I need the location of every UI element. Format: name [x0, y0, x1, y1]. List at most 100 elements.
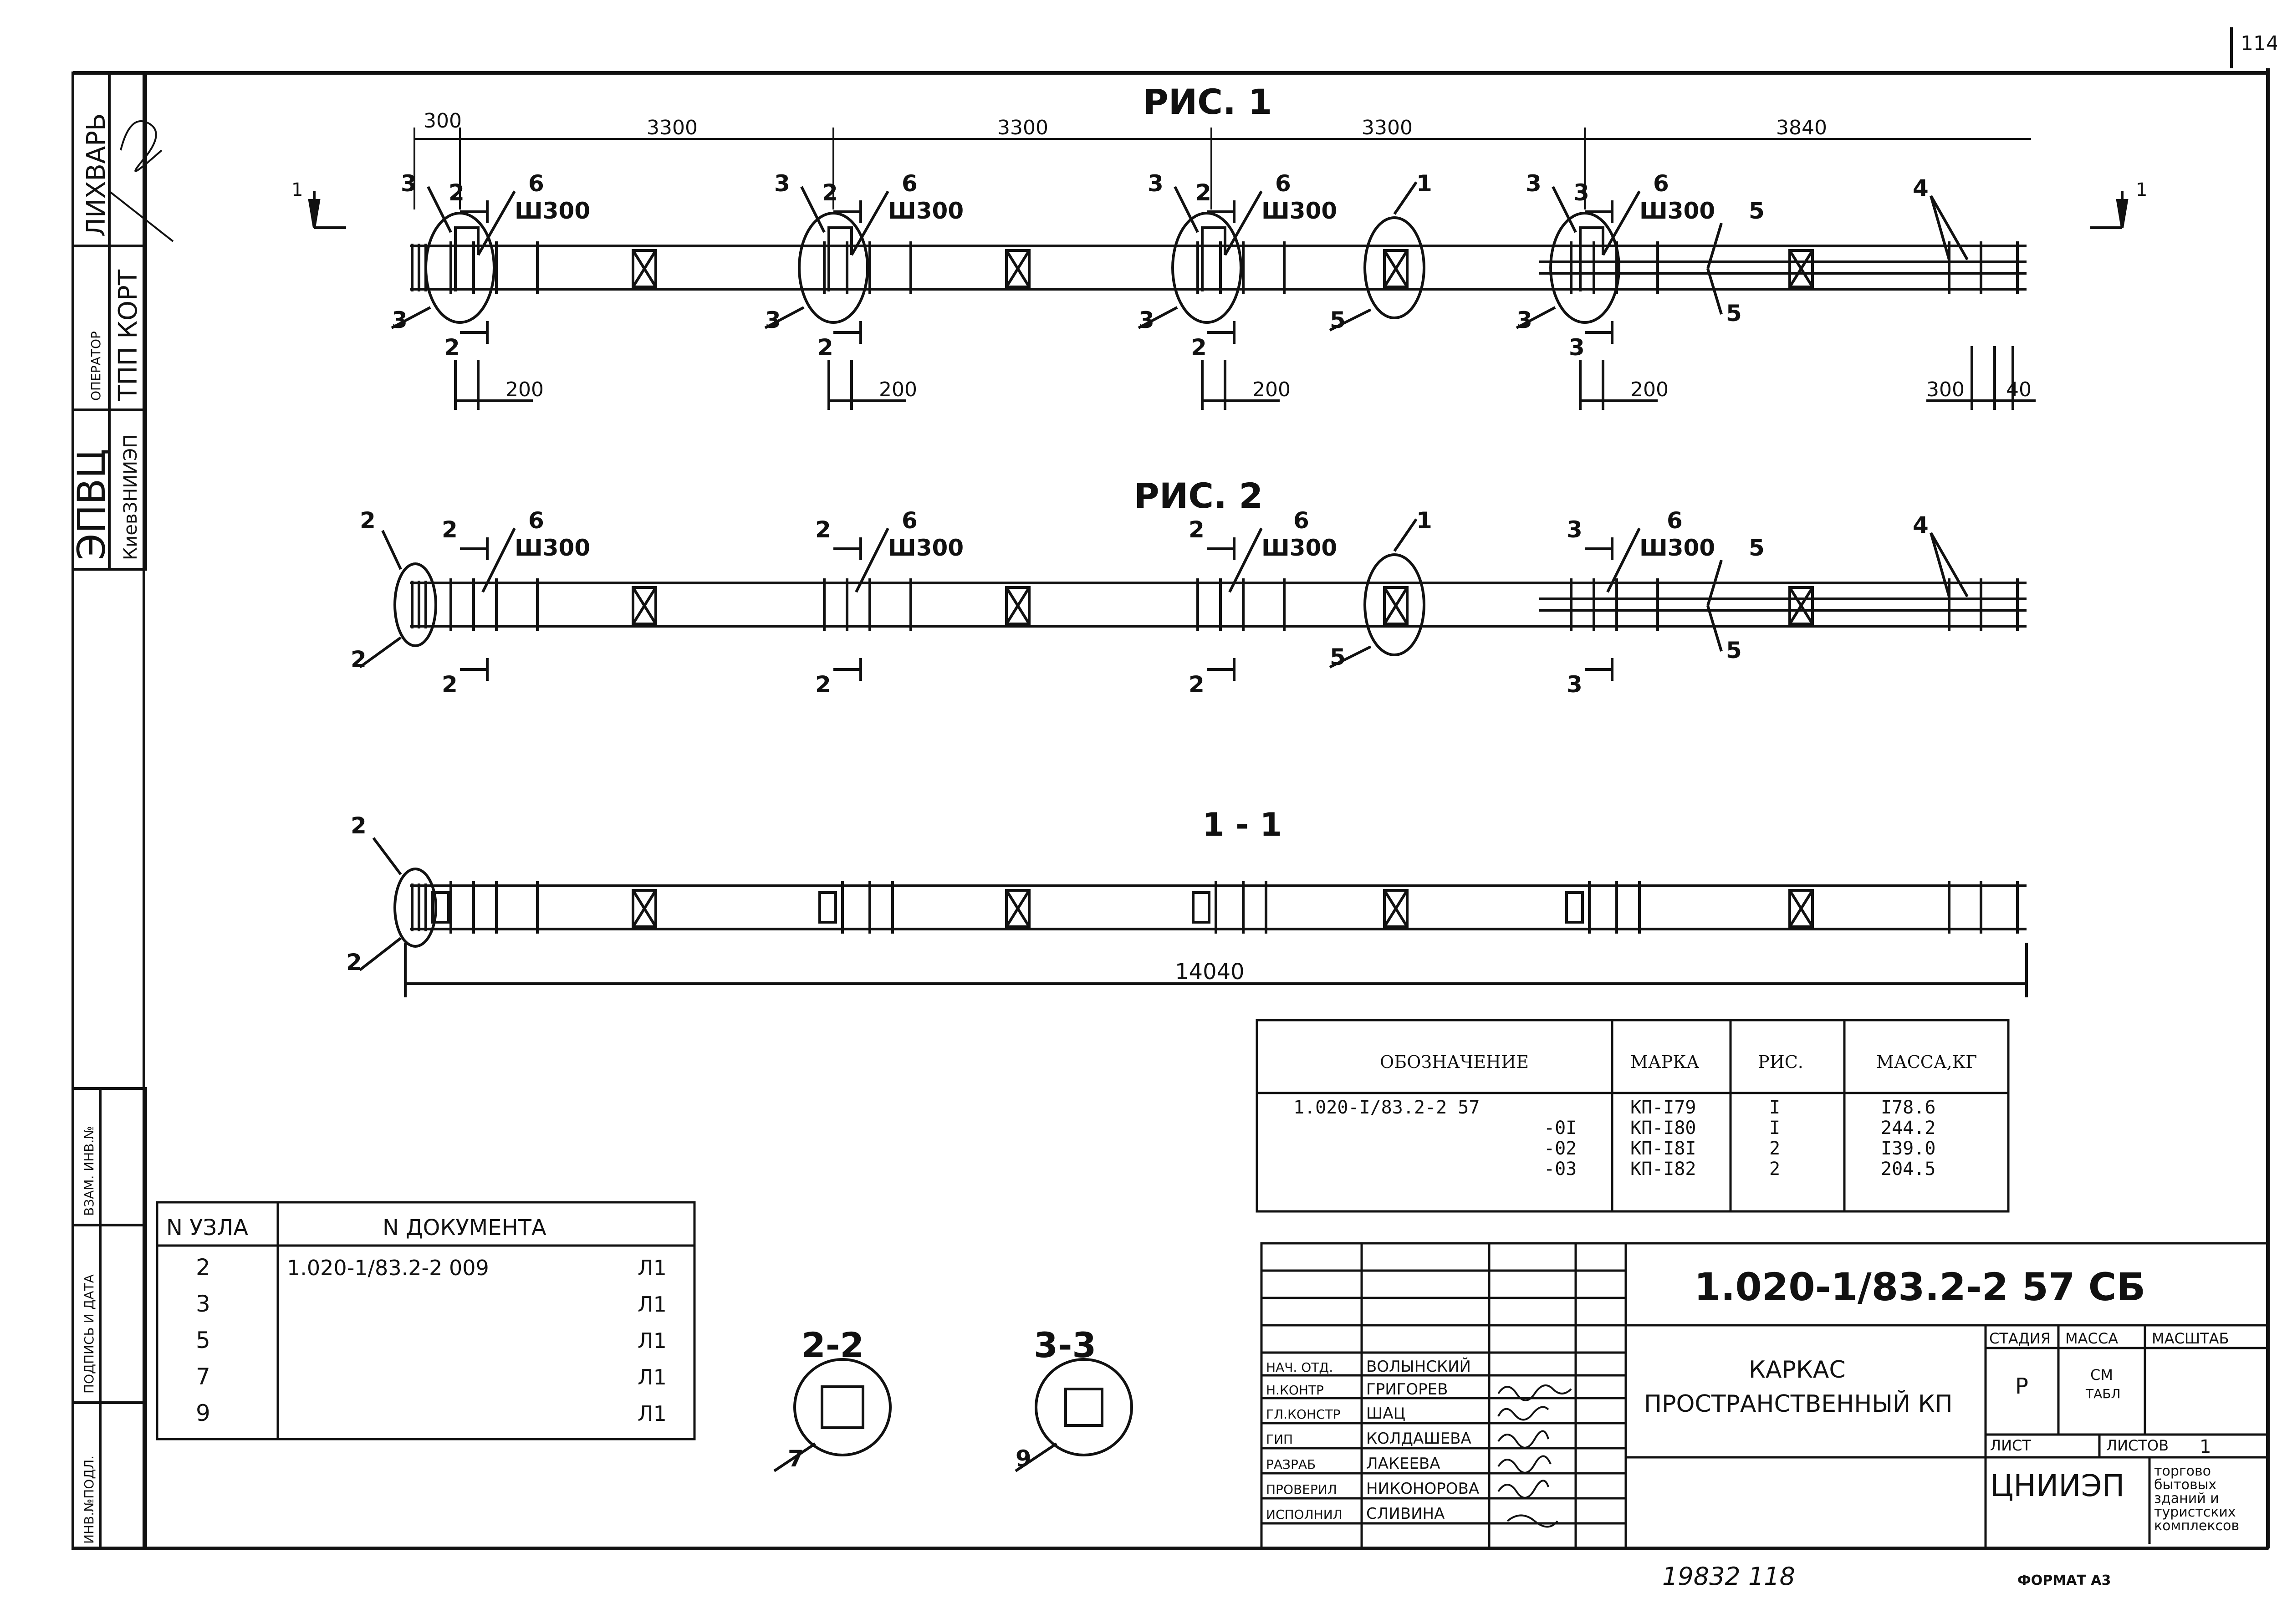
document-name-line1: КАРКАС [1749, 1356, 1846, 1384]
fig1-title: РИС. 1 [1143, 82, 1272, 122]
stamp-tpp-kort: ТПП КОРТ [113, 269, 143, 401]
staff-role-7: ИСПОЛНИЛ [1266, 1507, 1343, 1522]
node-header-number: N УЗЛА [166, 1215, 248, 1241]
stage-label: СТАДИЯ [1989, 1330, 2051, 1347]
staff-name-7: СЛИВИНА [1366, 1505, 1445, 1523]
spec-table-text: ОБОЗНАЧЕНИЕ МАРКА РИС. МАССА,КГ 1.020-I/… [1293, 1052, 1977, 1180]
stamp-vzam: ВЗАМ. ИНВ.№ [82, 1126, 97, 1216]
dim-14040: 14040 [1175, 959, 1245, 985]
node-header-document: N ДОКУМЕНТА [383, 1215, 546, 1241]
document-code: 1.020-1/83.2-2 57 СБ [1694, 1265, 2145, 1309]
fig2-label-2f: 2 [815, 671, 831, 698]
fig1-label-2b: 2 [444, 334, 460, 361]
fig2-label-2c: 2 [442, 516, 458, 543]
dim-300: 300 [424, 109, 462, 133]
spec-row-4-mark: КП-I82 [1630, 1159, 1696, 1180]
fig2-label-6c: 6 [1293, 507, 1309, 534]
sheets-value: 1 [2200, 1436, 2211, 1457]
staff-name-1: ВОЛЫНСКИЙ [1366, 1357, 1471, 1376]
fig2-label-sh300b: Ш300 [888, 535, 964, 561]
fig1-label-5a: 5 [1330, 307, 1346, 333]
fig1-label-3f: 3 [1138, 307, 1154, 333]
fig2-labels: 2 2 2 2 6 Ш300 2 2 6 Ш300 2 2 6 Ш300 1 5… [351, 507, 1929, 698]
spec-header-mass: МАССА,КГ [1876, 1052, 1977, 1072]
fig1-label-2f: 2 [1191, 334, 1207, 361]
document-name-line2: ПРОСТРАНСТВЕННЫЙ КП [1644, 1390, 1953, 1418]
mass-value-l2: ТАБЛ [2085, 1386, 2121, 1401]
fig2-label-2d: 2 [442, 671, 458, 698]
fig1-label-4: 4 [1913, 175, 1929, 201]
fig2-label-3b: 3 [1567, 671, 1583, 698]
section-2-2-title: 2-2 [802, 1325, 864, 1365]
spec-header-fig: РИС. [1758, 1052, 1803, 1072]
fig1-label-6c: 6 [1275, 170, 1291, 197]
spec-row-4-mass: 204.5 [1881, 1159, 1935, 1180]
fig1-label-sh300c: Ш300 [1261, 198, 1337, 224]
fig1-dim-300: 300 [1926, 378, 1965, 401]
mass-label: МАССА [2065, 1330, 2118, 1347]
footer-handwritten: 19832 118 [1662, 1562, 1795, 1591]
section-1-1-beam [359, 837, 2028, 997]
spec-row-3-mark: КП-I8I [1630, 1138, 1696, 1159]
footer-format: ФОРМАТ А3 [2017, 1573, 2111, 1588]
spec-table [1256, 1019, 2010, 1213]
stamp-inv: ИНВ.№ПОДЛ. [82, 1455, 97, 1544]
staff-name-3: ШАЦ [1366, 1404, 1405, 1423]
spec-row-2-fig: I [1769, 1118, 1780, 1139]
fig2-beam [359, 518, 2027, 681]
page-number: 114 [2241, 32, 2277, 55]
spec-row-2-designation: -0I [1544, 1118, 1577, 1139]
org-desc-2: бытовых [2154, 1477, 2216, 1493]
fig1-label-3b: 3 [392, 307, 408, 333]
fig1-labels: 3 2 6 Ш300 3 2 200 3 2 6 Ш300 3 2 200 3 … [392, 170, 2032, 401]
org-desc-4: туристских [2154, 1504, 2236, 1520]
fig1-beam [391, 181, 2036, 410]
section-1-1-label-2b: 2 [346, 949, 362, 975]
fig2-label-4: 4 [1913, 512, 1929, 538]
fig2-label-6a: 6 [528, 507, 544, 534]
node-row-4-number: 7 [196, 1364, 210, 1390]
staff-role-6: ПРОВЕРИЛ [1266, 1482, 1337, 1497]
section-1-1-label-2a: 2 [351, 812, 367, 839]
mass-value-l1: СМ [2090, 1366, 2113, 1384]
title-block [1260, 1242, 2269, 1550]
stage-value: Р [2015, 1374, 2028, 1399]
stamp-epvc: ЭПВЦ [69, 449, 114, 560]
dim-3840: 3840 [1776, 116, 1827, 139]
fig1-label-6d: 6 [1653, 170, 1669, 197]
dim-3300-a: 3300 [647, 116, 698, 139]
fig2-label-2g: 2 [1189, 516, 1205, 543]
section-2-2-label-7: 7 [788, 1445, 804, 1472]
fig1-dim-40: 40 [2006, 378, 2032, 401]
staff-name-6: НИКОНОРОВА [1366, 1480, 1479, 1498]
spec-row-1-fig: I [1769, 1097, 1780, 1118]
staff-name-2: ГРИГОРЕВ [1366, 1380, 1448, 1399]
node-table-text: N УЗЛА N ДОКУМЕНТА 2 1.020-1/83.2-2 009 … [166, 1215, 667, 1426]
stamp-lihvar: ЛИХВАРЬ [82, 113, 111, 237]
node-row-1-document: 1.020-1/83.2-2 009 [287, 1256, 489, 1280]
staff-role-4: ГИП [1266, 1432, 1293, 1447]
fig1-label-3i: 3 [1516, 307, 1532, 333]
fig1-label-2a: 2 [449, 179, 465, 206]
fig1-label-6a: 6 [528, 170, 544, 197]
node-row-4-sheet: Л1 [638, 1365, 667, 1389]
fig2-label-sh300d: Ш300 [1639, 535, 1715, 561]
fig2-label-1: 1 [1416, 507, 1432, 534]
fig2-label-5b: 5 [1749, 535, 1765, 561]
fig1-dim-200a: 200 [505, 378, 544, 401]
signatures [108, 120, 1572, 1528]
staff-name-5: ЛАКЕЕВА [1366, 1455, 1440, 1473]
section-1-arrow-left [308, 191, 346, 229]
org-desc-5: комплексов [2154, 1518, 2239, 1534]
node-row-2-sheet: Л1 [638, 1292, 667, 1317]
fig1-dimension-line [414, 128, 2031, 209]
fig2-label-3a: 3 [1567, 516, 1583, 543]
stamp-operator: ОПЕРАТОР [88, 331, 103, 401]
spec-row-3-fig: 2 [1769, 1138, 1780, 1159]
fig1-label-5b: 5 [1749, 198, 1765, 224]
node-row-3-sheet: Л1 [638, 1328, 667, 1353]
section-2-2-drawing [773, 1358, 892, 1472]
fig1-label-2e: 2 [1195, 179, 1211, 206]
fig2-label-sh300c: Ш300 [1261, 535, 1337, 561]
spec-row-1-designation: 1.020-I/83.2-2 57 [1293, 1097, 1480, 1118]
